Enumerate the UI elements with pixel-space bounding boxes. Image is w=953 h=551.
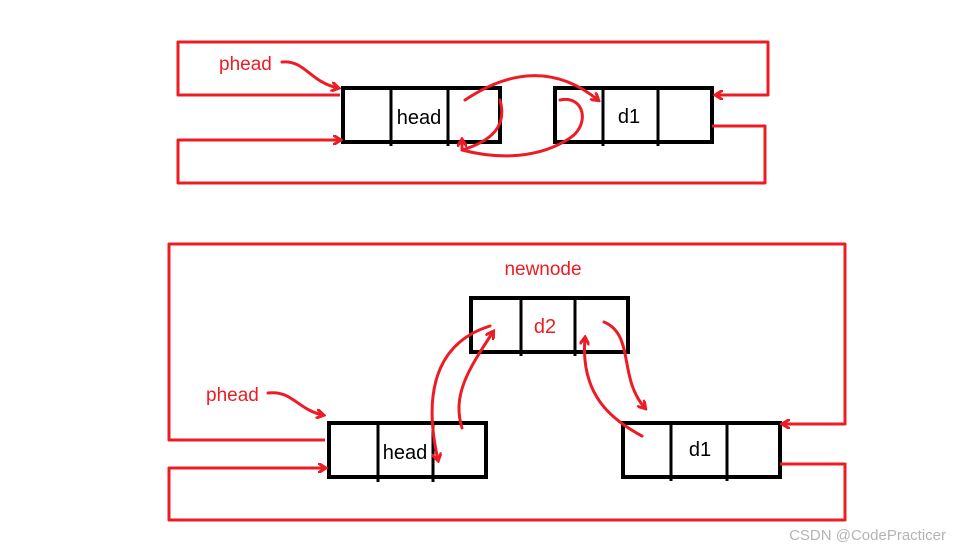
d2-prev-to-head-arrow [430,324,492,460]
bottom-d1-node: d1 [621,421,782,481]
top-d1-label: d1 [618,106,640,128]
bottom-d1-node-box [621,421,782,479]
newnode-label: newnode [504,259,581,280]
top-d1-next-loop-arrow [176,124,767,185]
bottom-diagram: newnode d2 head d1 phead [167,242,847,522]
top-head-node: head [341,86,502,146]
d1-prev-to-d2-arrow [584,338,644,438]
bottom-head-node: head [327,421,488,482]
watermark-text: CSDN @CodePracticer [789,527,946,544]
bottom-d2-node: d2 [469,296,630,356]
head-next-to-d2-arrow [457,332,493,430]
top-phead-label: phead [219,54,272,75]
top-head-label: head [397,107,442,129]
top-d1-node-box [553,86,714,144]
top-head-prev-loop-arrow [176,40,770,95]
top-head-next-arrow [463,74,598,100]
top-phead-pointer-arrow [280,60,338,88]
top-d1-prev-tail [460,98,504,152]
bottom-head-label: head [383,442,428,464]
d2-next-to-d1-arrow [602,320,645,408]
top-diagram: head d1 phead [176,40,770,185]
top-head-node-box [341,86,502,144]
bottom-head-prev-loop-arrow [167,242,847,442]
bottom-d1-label: d1 [689,439,711,461]
bottom-phead-pointer-arrow [266,391,323,415]
bottom-d1-next-loop-arrow [167,462,847,522]
bottom-phead-label: phead [206,385,259,406]
bottom-d2-label: d2 [534,316,556,338]
top-d1-node: d1 [553,86,714,146]
top-d1-prev-curve [460,98,584,158]
bottom-head-node-box [327,421,488,479]
bottom-d2-node-box [469,296,630,354]
